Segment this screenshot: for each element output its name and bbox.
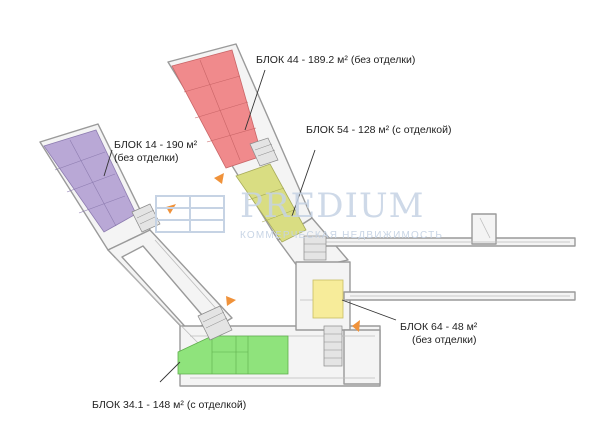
stair-treads bbox=[136, 143, 342, 359]
block-64-label: БЛОК 64 - 48 м² bbox=[400, 321, 478, 333]
block-54-rooms bbox=[247, 187, 295, 223]
block-34-1-rooms bbox=[211, 336, 249, 374]
stair-54 bbox=[303, 235, 327, 261]
entrance-arrow-4 bbox=[352, 320, 360, 332]
block-44-rooms bbox=[183, 59, 257, 161]
leader-lines bbox=[103, 69, 397, 383]
leader-34-1 bbox=[159, 361, 181, 383]
block-44-label: БЛОК 44 - 189.2 м² (без отделки) bbox=[256, 54, 416, 66]
block-34-1-label: БЛОК 34.1 - 148 м² (с отделкой) bbox=[92, 399, 247, 411]
block-34-1-area[interactable] bbox=[177, 335, 289, 375]
stairs bbox=[131, 137, 343, 367]
stair-44 bbox=[249, 137, 279, 167]
watermark-tagline: КОММЕРЧЕСКАЯ НЕДВИЖИМОСТЬ bbox=[240, 230, 444, 241]
block-54-label: БЛОК 54 - 128 м² (с отделкой) bbox=[306, 124, 452, 136]
leader-14 bbox=[103, 149, 113, 177]
block-14-finish: (без отделки) bbox=[114, 152, 179, 164]
block-14-rooms bbox=[54, 139, 126, 227]
stair-34 bbox=[197, 305, 233, 341]
leader-64 bbox=[341, 299, 397, 321]
entrance-arrow-1 bbox=[214, 173, 224, 184]
leader-44 bbox=[244, 69, 266, 131]
watermark-logo-icon bbox=[155, 195, 225, 233]
stair-14 bbox=[131, 203, 161, 233]
entrance-arrow-3 bbox=[226, 296, 236, 306]
block-64-finish: (без отделки) bbox=[412, 334, 477, 346]
watermark-brand: PREDIUM bbox=[240, 186, 425, 226]
block-64-area[interactable] bbox=[312, 279, 344, 319]
stair-64 bbox=[323, 325, 343, 367]
block-14-label: БЛОК 14 - 190 м² bbox=[114, 139, 198, 151]
leader-54 bbox=[291, 149, 316, 217]
